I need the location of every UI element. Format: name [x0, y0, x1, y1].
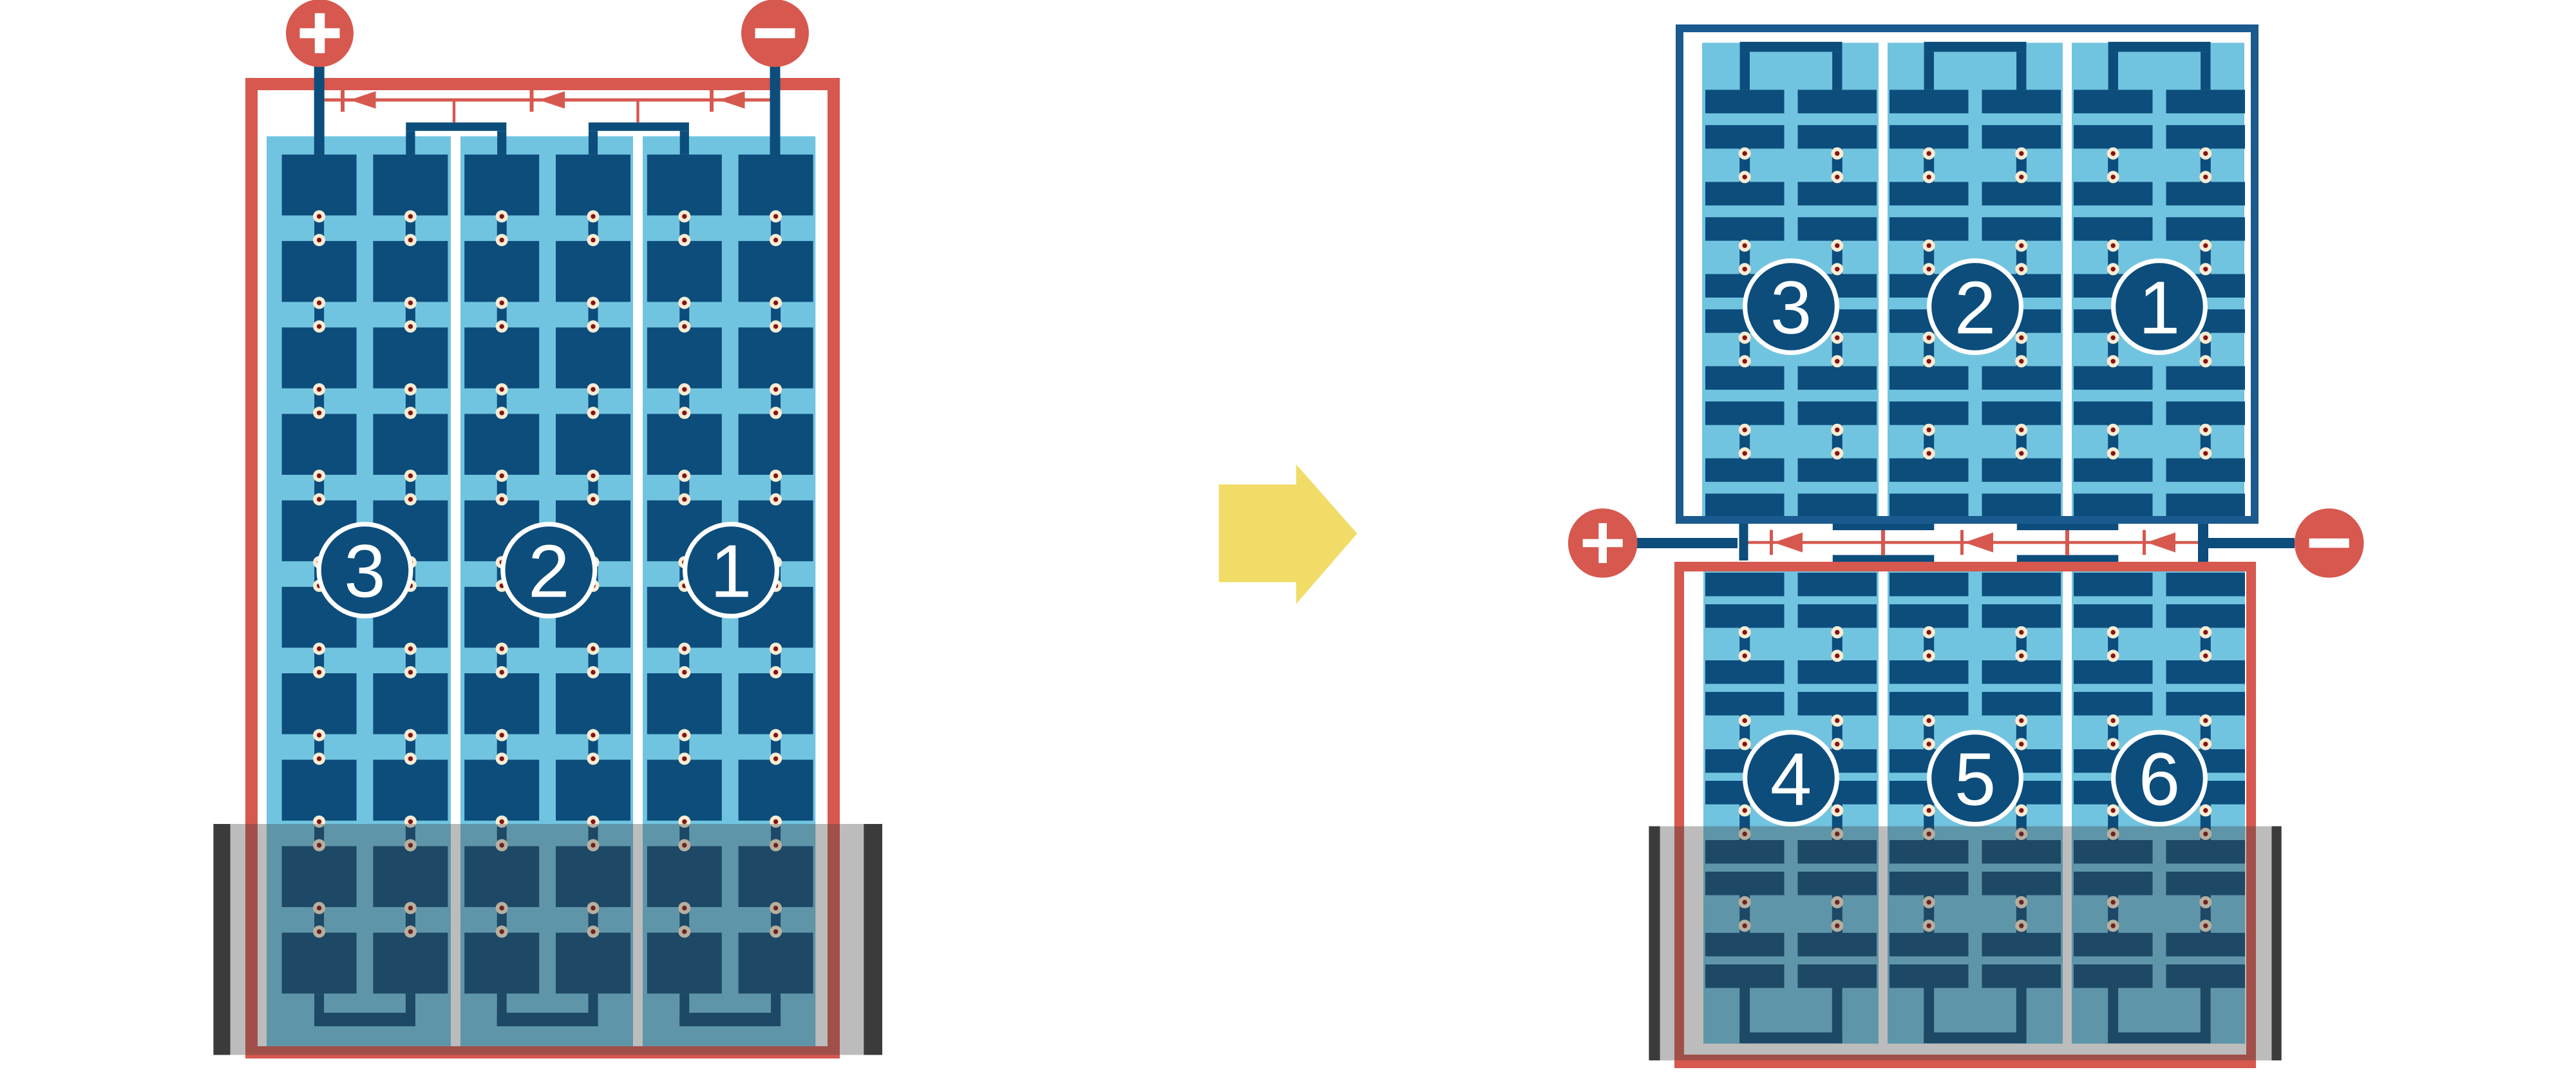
svg-text:1: 1 [2139, 266, 2181, 350]
svg-text:3: 3 [344, 530, 386, 613]
svg-text:2: 2 [1955, 266, 1996, 350]
svg-text:5: 5 [1955, 738, 1996, 821]
svg-text:2: 2 [528, 530, 570, 613]
svg-text:6: 6 [2139, 738, 2181, 821]
svg-text:1: 1 [710, 530, 752, 613]
svg-text:3: 3 [1770, 266, 1812, 350]
svg-text:4: 4 [1770, 738, 1812, 821]
